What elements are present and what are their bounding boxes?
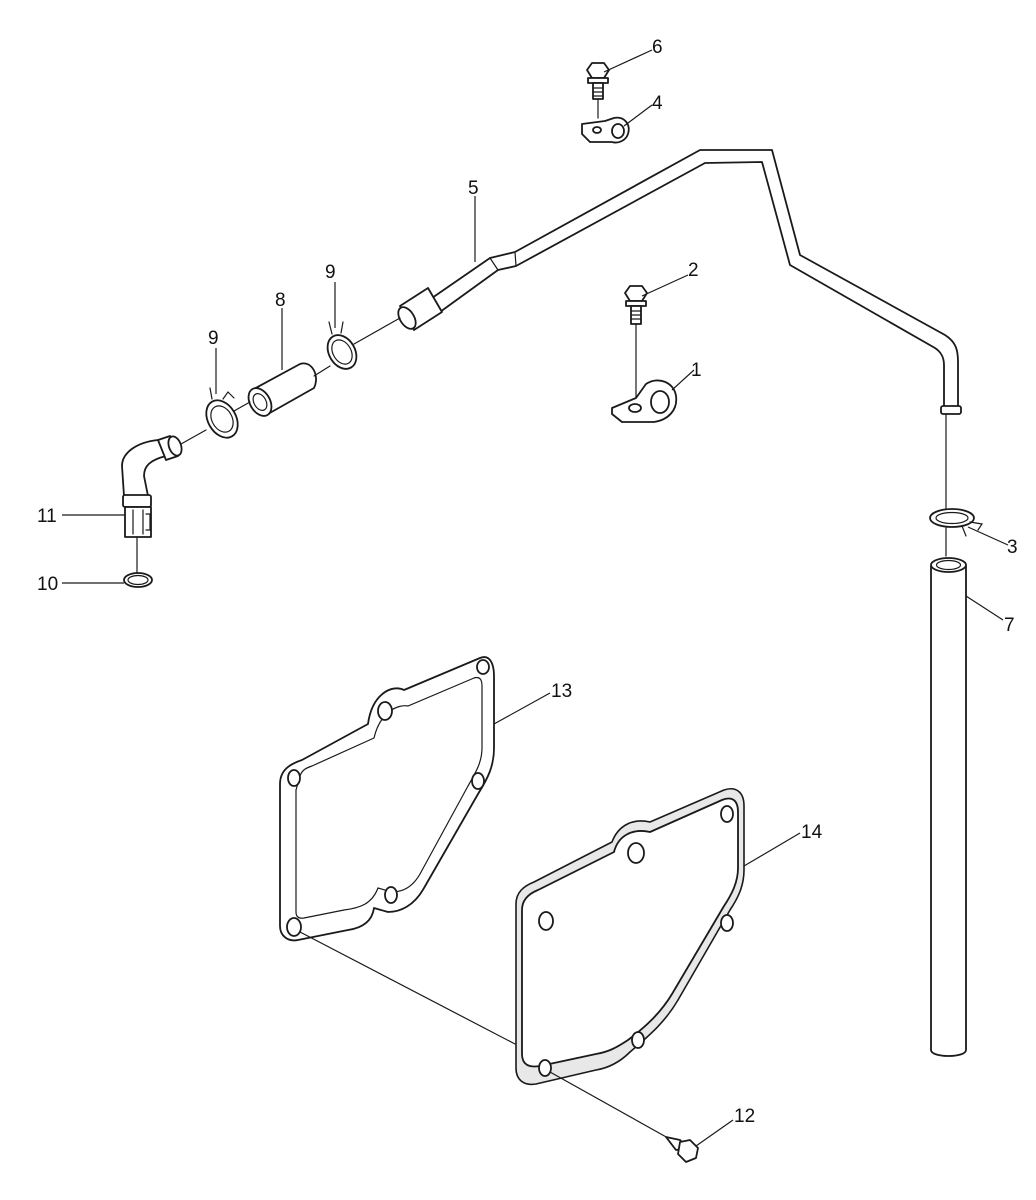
callout-10: 10	[37, 574, 58, 595]
callouts: 1 2 3 4 5 6 7 8 9 9 10 11 12 13 14	[37, 37, 1018, 1127]
callout-11: 11	[37, 506, 57, 527]
callout-9-upper: 9	[325, 262, 336, 283]
hose-8	[247, 362, 317, 417]
vertical-hose	[930, 557, 967, 1057]
hose-clip-lower	[205, 387, 239, 439]
leader-lines	[62, 49, 1009, 1147]
callout-8: 8	[275, 290, 286, 311]
bolt-2	[624, 285, 648, 325]
o-ring	[123, 572, 153, 588]
callout-2: 2	[688, 260, 699, 281]
clamp-1	[611, 379, 678, 423]
callout-3: 3	[1007, 537, 1018, 558]
callout-1: 1	[691, 360, 702, 381]
bolt-12	[665, 1136, 699, 1163]
elbow-fitting	[121, 435, 183, 538]
hose-clip-upper	[326, 321, 358, 370]
callout-6: 6	[652, 37, 663, 58]
callout-5: 5	[468, 178, 479, 199]
bolt-6	[586, 62, 610, 100]
clamp-4	[581, 116, 630, 144]
callout-9-lower: 9	[208, 328, 219, 349]
breather-pipe	[397, 149, 962, 415]
callout-14: 14	[801, 822, 823, 843]
hose-clip-3	[929, 508, 984, 537]
callout-13: 13	[551, 681, 572, 702]
cover-plate	[515, 788, 745, 1086]
callout-12: 12	[734, 1106, 755, 1127]
gasket	[279, 656, 495, 942]
callout-4: 4	[652, 93, 663, 114]
callout-7: 7	[1004, 615, 1015, 636]
